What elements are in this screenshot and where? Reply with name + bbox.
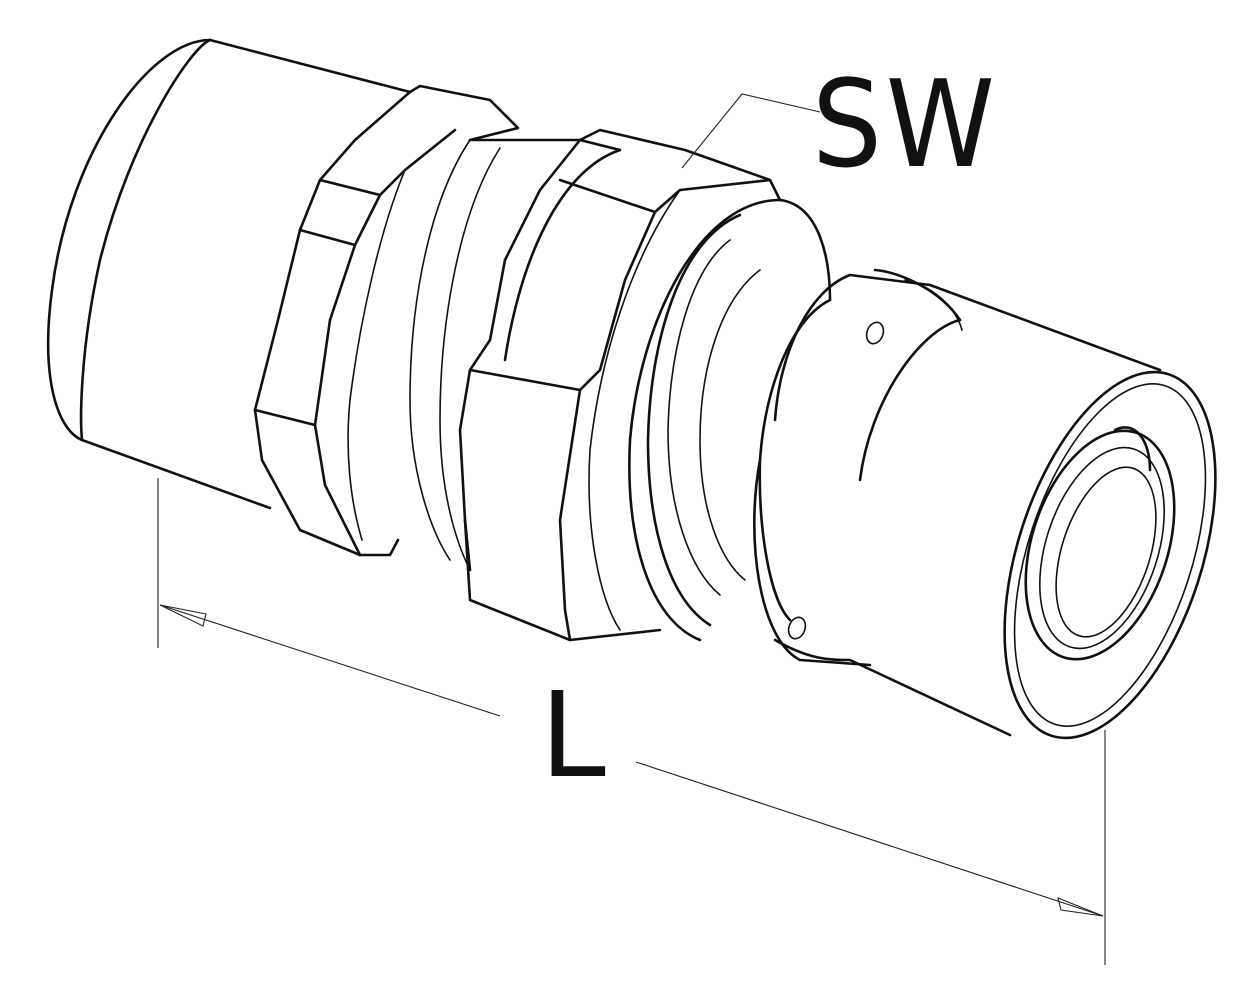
threaded-body [46, 38, 412, 510]
sw-leader [681, 93, 821, 169]
pipe-socket-end [1003, 370, 1217, 740]
flange-rings [628, 198, 832, 642]
dimension-length [157, 478, 1106, 965]
hex-nut-sw [458, 128, 782, 642]
dimension-line-left [159, 604, 501, 717]
arrowhead-right [1057, 897, 1104, 917]
dimension-line-right [635, 761, 1104, 917]
sw-label: SW [812, 56, 999, 195]
union-sleeve [409, 138, 622, 571]
hex-nut-body [253, 84, 520, 557]
press-sleeve [752, 268, 1162, 737]
length-label: L [540, 666, 606, 804]
arrowhead-left [159, 604, 207, 627]
